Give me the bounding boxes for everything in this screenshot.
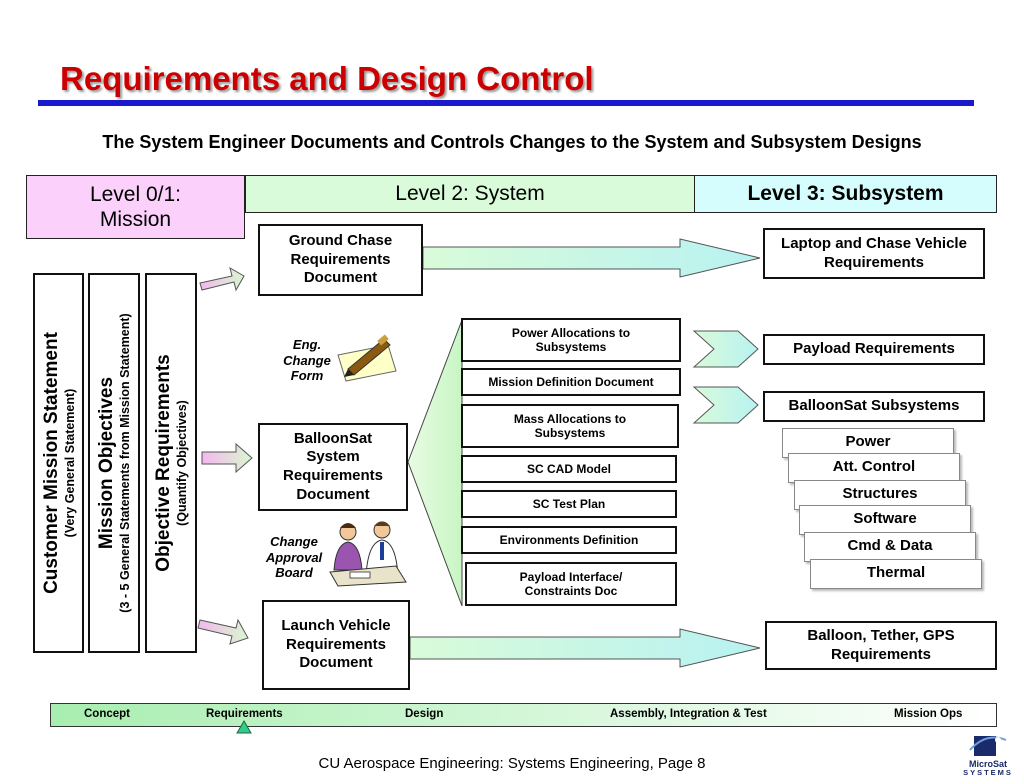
system-doc-sc-cad-model: SC CAD Model (461, 455, 677, 483)
laptop-chase-vehicle-requirements: Laptop and Chase Vehicle Requirements (763, 228, 985, 279)
microsat-logo-text: MicroSat SYSTEMS (963, 759, 1013, 777)
ground-chase-requirements-doc: Ground Chase Requirements Document (258, 224, 423, 296)
launch-vehicle-requirements-doc: Launch Vehicle Requirements Document (262, 600, 410, 690)
fan-connector (407, 319, 463, 607)
subsystem-att-control: Att. Control (788, 453, 960, 483)
chevron-to-subsystems (692, 386, 759, 424)
payload-requirements: Payload Requirements (763, 334, 985, 365)
arrow-ground-to-laptop (422, 238, 761, 278)
microsat-logo: MicroSat SYSTEMS (958, 732, 1018, 780)
phase-requirements: Requirements (206, 708, 283, 720)
page-footer: CU Aerospace Engineering: Systems Engine… (318, 755, 706, 772)
level-mission-header: Level 0/1: Mission (26, 175, 245, 239)
customer-mission-statement: Customer Mission Statement (Very General… (33, 273, 84, 653)
microsat-logo-icon (969, 736, 1007, 756)
objective-requirements: Objective Requirements (Quantify Objecti… (145, 273, 197, 653)
phase-concept: Concept (84, 708, 130, 720)
mission-objectives: Mission Objectives (3 - 5 General Statem… (88, 273, 140, 653)
arrow-to-balloonsat (201, 442, 253, 474)
balloonsat-system-requirements-doc: BalloonSat System Requirements Document (258, 423, 408, 511)
level-subsystem-header: Level 3: Subsystem (694, 175, 997, 213)
timeline-marker-icon (236, 720, 252, 734)
project-phase-timeline: Concept Requirements Design Assembly, In… (50, 703, 997, 727)
phase-design: Design (405, 708, 444, 720)
page-title: Requirements and Design Control (60, 60, 594, 97)
system-doc-power-allocations: Power Allocations to Subsystems (461, 318, 681, 362)
arrow-launch-to-balloon (409, 628, 761, 668)
change-approval-board-label: Change Approval Board (265, 534, 323, 581)
phase-ait: Assembly, Integration & Test (610, 708, 767, 720)
arrow-to-ground-chase (199, 266, 245, 292)
level-system-header: Level 2: System (245, 175, 695, 213)
arrow-to-launch-vehicle (197, 618, 249, 645)
phase-mission-ops: Mission Ops (894, 708, 963, 720)
meeting-people-icon (329, 521, 407, 587)
subtitle: The System Engineer Documents and Contro… (102, 132, 922, 152)
chevron-to-payload (692, 330, 759, 368)
system-doc-mass-allocations: Mass Allocations to Subsystems (461, 404, 679, 448)
subsystem-software: Software (799, 505, 971, 535)
subsystem-thermal: Thermal (810, 559, 982, 589)
system-doc-payload-interface: Payload Interface/ Constraints Doc (465, 562, 677, 606)
title-underline (38, 100, 974, 106)
balloon-tether-gps-requirements: Balloon, Tether, GPS Requirements (765, 621, 997, 670)
eng-change-form-label: Eng. Change Form (283, 337, 331, 384)
balloonsat-subsystems: BalloonSat Subsystems (763, 391, 985, 422)
subsystem-cmd-data: Cmd & Data (804, 532, 976, 562)
system-doc-sc-test-plan: SC Test Plan (461, 490, 677, 518)
system-doc-environments-definition: Environments Definition (461, 526, 677, 554)
system-doc-mission-definition: Mission Definition Document (461, 368, 681, 396)
pen-paper-icon (337, 334, 397, 382)
